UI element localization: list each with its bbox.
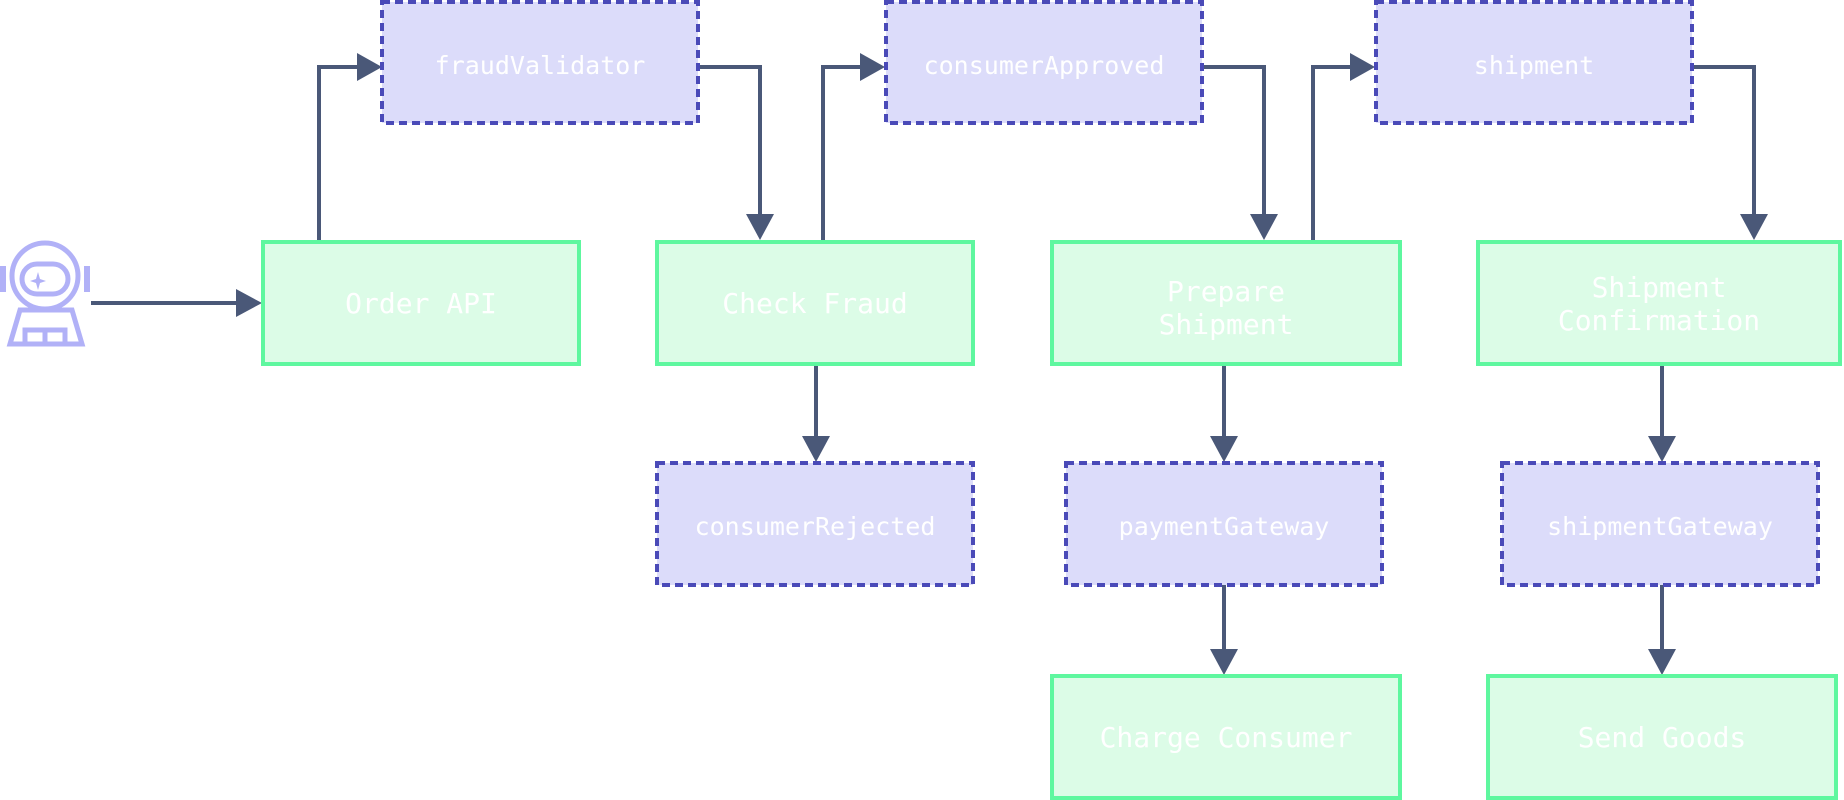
edge-order-api-to-fraud-validator <box>317 65 357 242</box>
arrowhead <box>802 436 830 462</box>
node-charge-consumer: Charge Consumer <box>1050 674 1402 800</box>
queue-label: consumerApproved <box>924 51 1165 80</box>
actor-consumer: Consumer <box>0 240 219 347</box>
node-send-goods: Send Goods <box>1486 674 1838 800</box>
actor-label: Consumer <box>103 318 219 346</box>
sparkle-icon <box>30 272 46 290</box>
arrowhead <box>357 53 382 81</box>
queue-label: shipment <box>1474 51 1594 80</box>
arrowhead <box>746 214 774 240</box>
node-label: Charge Consumer <box>1100 721 1353 754</box>
queue-label: shipmentGateway <box>1547 512 1773 541</box>
edge-prepare-shipment-to-shipment <box>1311 65 1350 242</box>
node-label: Order API <box>345 287 497 320</box>
node-label: Send Goods <box>1578 721 1747 754</box>
arrowhead <box>1740 214 1768 240</box>
arrowhead <box>1350 53 1375 81</box>
node-label: Check Fraud <box>722 287 907 320</box>
queue-label: paymentGateway <box>1119 512 1330 541</box>
arrowhead <box>1210 436 1238 462</box>
queue-shipment: shipment <box>1374 0 1694 125</box>
queue-consumer-approved: consumerApproved <box>884 0 1204 125</box>
arrowhead <box>1648 436 1676 462</box>
edge-fraud-validator-to-check-fraud <box>698 65 762 214</box>
node-label: Shipment <box>1159 308 1294 341</box>
queue-shipment-gateway: shipmentGateway <box>1500 461 1820 587</box>
edge-shipment-to-shipment-confirmation <box>1692 65 1756 214</box>
queue-consumer-rejected: consumerRejected <box>655 461 975 587</box>
arrowhead <box>1250 214 1278 240</box>
edge-check-fraud-to-consumer-approved <box>821 65 860 242</box>
edges <box>91 53 1768 675</box>
astronaut-icon <box>0 240 90 347</box>
node-order-api: Order API <box>261 240 581 366</box>
queue-label: fraudValidator <box>435 51 646 80</box>
node-shipment-confirmation: Shipment Confirmation <box>1476 240 1842 366</box>
node-prepare-shipment: Prepare Shipment <box>1050 240 1402 366</box>
queue-label: consumerRejected <box>695 512 936 541</box>
edge-consumer-approved-to-prepare-shipment <box>1202 65 1266 214</box>
queue-payment-gateway: paymentGateway <box>1064 461 1384 587</box>
node-label: Prepare <box>1167 275 1285 308</box>
node-check-fraud: Check Fraud <box>655 240 975 366</box>
arrowhead <box>860 53 885 81</box>
arrowhead <box>1648 649 1676 675</box>
arrowhead <box>236 289 262 317</box>
node-label: Shipment <box>1592 271 1727 304</box>
node-label: Confirmation <box>1558 304 1760 337</box>
queue-fraud-validator: fraudValidator <box>380 0 700 125</box>
arrowhead <box>1210 649 1238 675</box>
